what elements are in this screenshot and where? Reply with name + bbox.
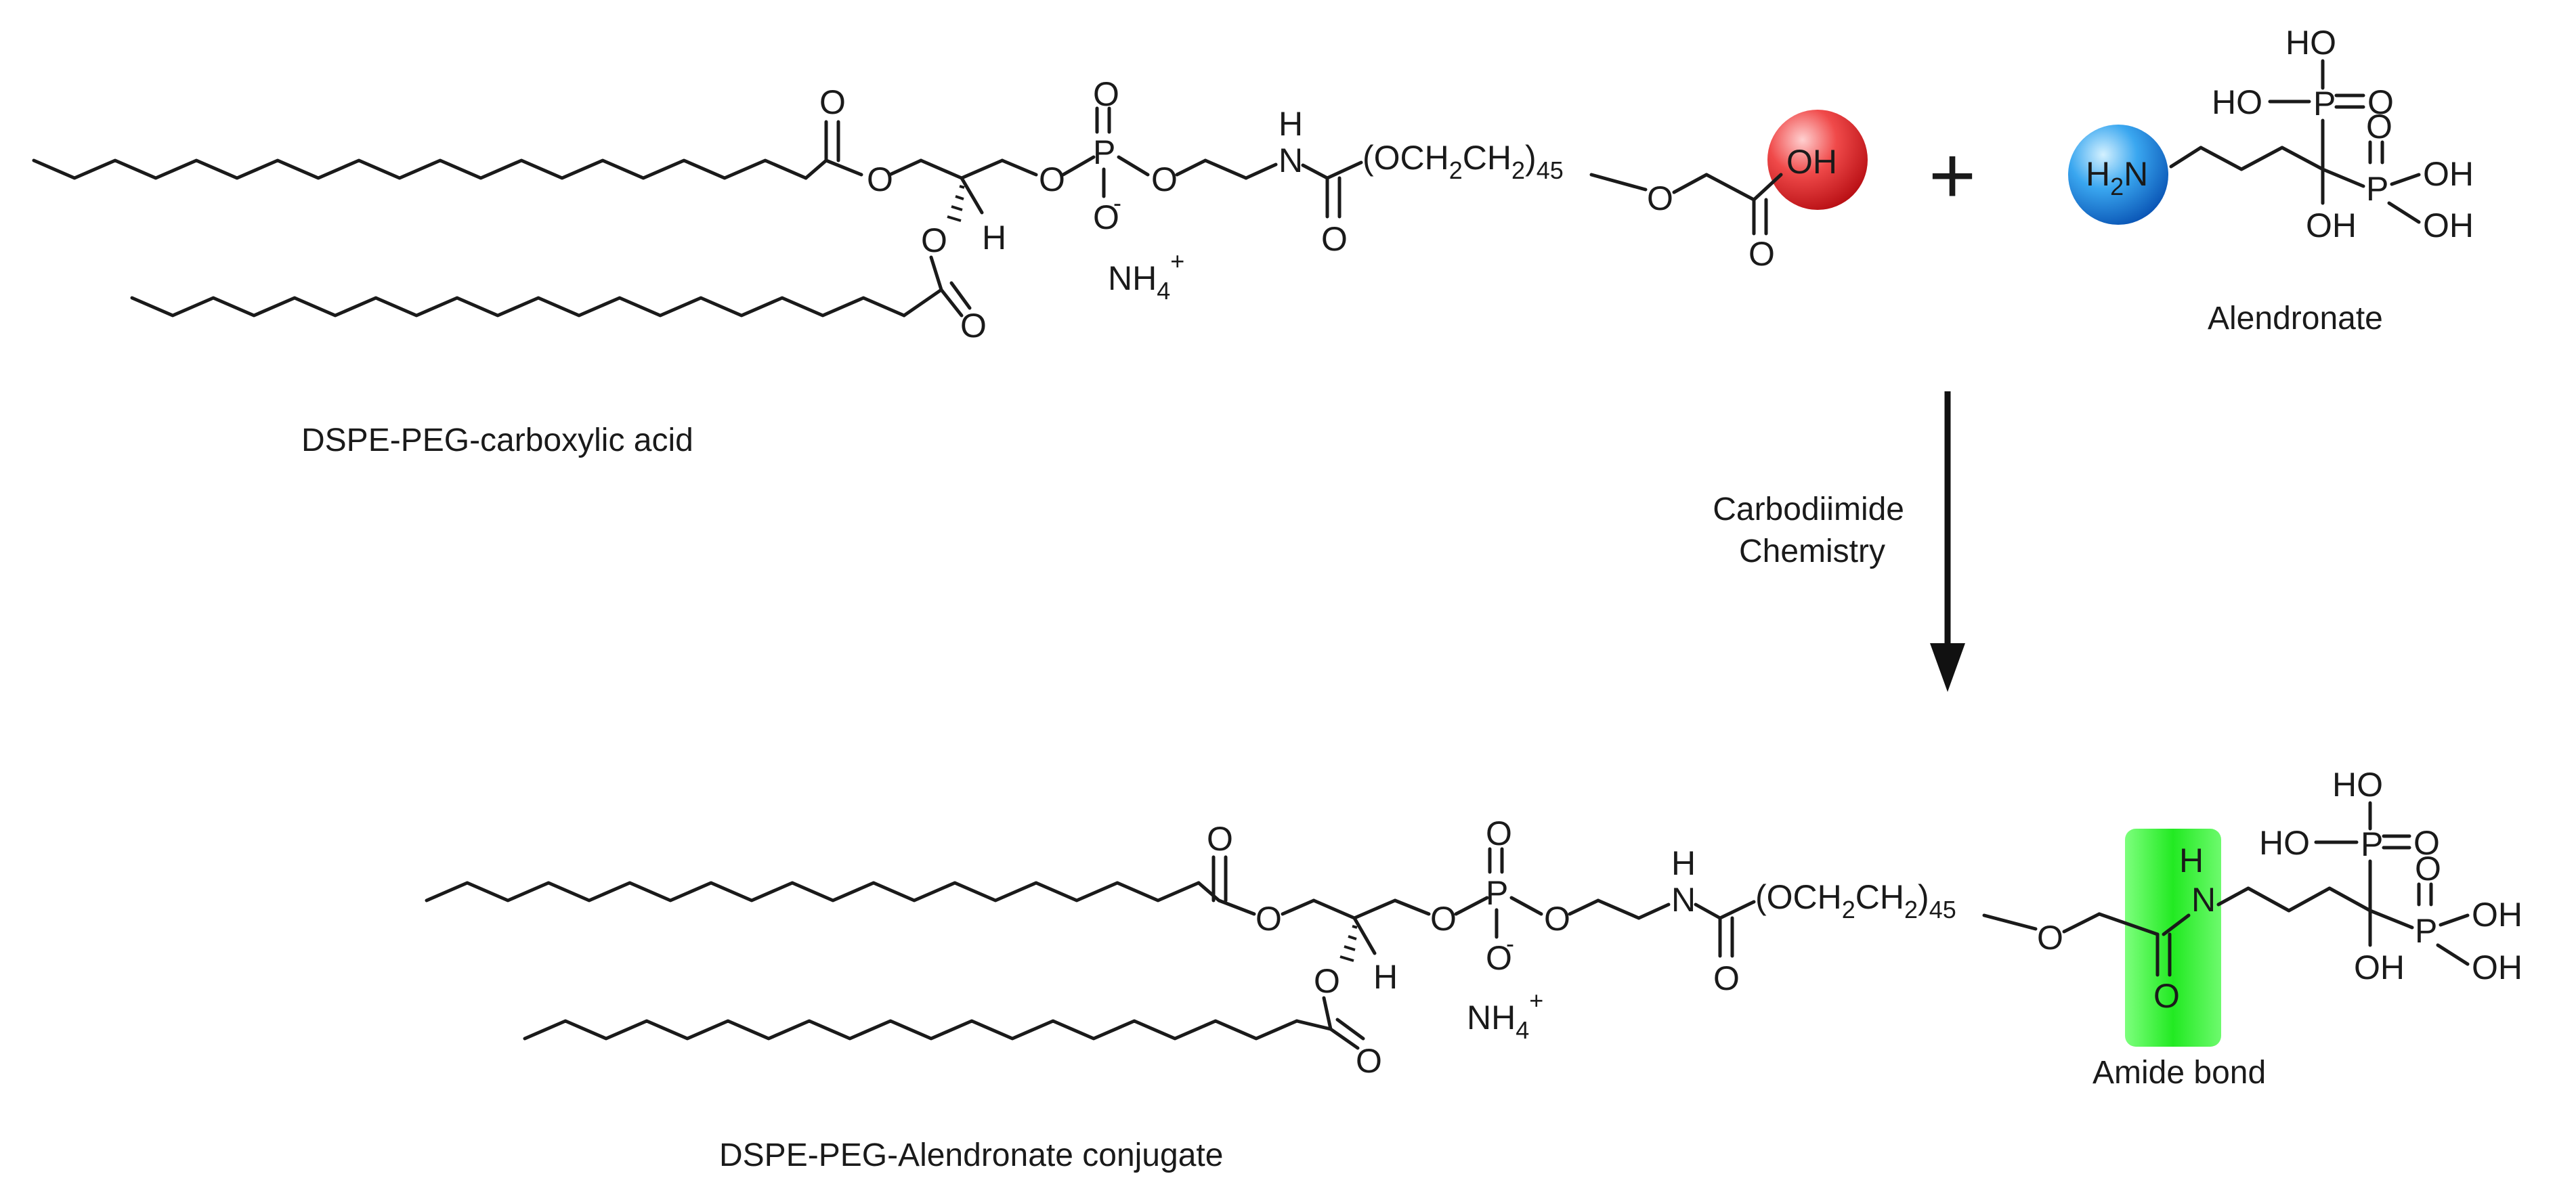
upper-phosphonate-hydroxyl-top: HO: [2285, 24, 2336, 62]
reaction-condition-line1: Carbodiimide: [1713, 492, 1904, 527]
phosphate-ester-oxygen-left: O: [1039, 160, 1065, 198]
carbamate-nh-hydrogen: H: [1279, 105, 1303, 143]
lower-phosphonate-hydroxyl-bottom: OH: [2423, 206, 2474, 244]
reaction-arrow: [1930, 391, 1965, 692]
product-caption: DSPE-PEG-Alendronate conjugate: [719, 1137, 1223, 1173]
reaction-condition-line2: Chemistry: [1739, 534, 1885, 569]
product-lower-phosphonate-oxygen: O: [2415, 850, 2441, 888]
product-ammonium-ion: NH4+: [1467, 986, 1543, 1044]
ammonium-ion: NH4+: [1108, 247, 1184, 305]
reactant-lipid-caption: DSPE-PEG-carboxylic acid: [301, 422, 693, 458]
upper-phosphonate-oxygen: O: [2367, 83, 2394, 121]
carbamate-carbonyl-oxygen: O: [1321, 220, 1348, 258]
upper-phosphonate-hydroxyl-left: HO: [2212, 83, 2262, 121]
fatty-chain-lower: [130, 296, 906, 318]
product-peg-ether-oxygen: O: [2037, 919, 2063, 957]
ester2-carbonyl-oxygen: O: [960, 307, 987, 345]
glycerol-oxygen: O: [921, 221, 947, 259]
amide-carbonyl-oxygen: O: [2153, 977, 2180, 1015]
product-stereocenter-hydrogen: H: [1373, 958, 1398, 996]
ester-oxygen: O: [867, 160, 893, 198]
product-phosphate-anionic-oxygen: O: [1486, 939, 1512, 977]
product-glycerol-oxygen: O: [1314, 962, 1340, 1000]
upper-phosphorus: P: [2313, 85, 2336, 123]
product-hashed-wedge-bond: [1339, 925, 1358, 962]
lower-phosphorus: P: [2366, 170, 2388, 208]
stereocenter-hydrogen: H: [982, 219, 1006, 257]
peg-repeat-unit: (OCH2CH2)45: [1362, 139, 1564, 184]
acid-hydroxyl: OH: [1786, 143, 1837, 181]
product-carbamate-nh-hydrogen: H: [1671, 844, 1696, 882]
product-carbamate-nitrogen: N: [1671, 881, 1696, 919]
product-peg-repeat-unit: (OCH2CH2)45: [1755, 878, 1956, 923]
product-upper-phosphonate-hydroxyl-left: HO: [2259, 824, 2310, 862]
product-phosphate-oxygen-right: O: [1544, 900, 1570, 938]
acid-group-highlight: [1767, 110, 1868, 210]
product-negative-charge: -: [1506, 930, 1514, 957]
product-lower-phosphonate-hydroxyl-bottom: OH: [2472, 949, 2523, 986]
product-ester-oxygen: O: [1255, 900, 1282, 938]
lower-phosphonate-hydroxyl-right: OH: [2423, 155, 2474, 193]
phosphate-anionic-oxygen: O: [1093, 198, 1119, 236]
product-upper-phosphonate-hydroxyl-top: HO: [2332, 766, 2383, 804]
amine-group-highlight: [2068, 125, 2168, 225]
product-gem-carbon-hydroxyl: OH: [2354, 949, 2405, 986]
lower-phosphonate-oxygen: O: [2366, 108, 2392, 146]
negative-charge: -: [1113, 189, 1121, 217]
dspe-peg-alendronate-structure: O O H O O O P O O - O: [425, 766, 2523, 1080]
amide-bond-caption: Amide bond: [2092, 1055, 2266, 1091]
carbamate-nitrogen: N: [1279, 142, 1303, 179]
phosphorus-atom: P: [1093, 133, 1115, 171]
product-upper-phosphonate-oxygen: O: [2413, 824, 2440, 862]
gem-carbon-hydroxyl: OH: [2306, 206, 2357, 244]
amine-group: H2N: [2086, 155, 2148, 200]
product-upper-phosphorus: P: [2361, 825, 2383, 863]
phosphate-ester-oxygen-right: O: [1151, 160, 1178, 198]
plus-sign: +: [1929, 130, 1976, 221]
ester-carbonyl-oxygen: O: [819, 83, 846, 121]
alendronate-structure: H2N P HO HO O OH P O OH OH: [2068, 24, 2474, 244]
dspe-peg-carboxylic-acid-structure: O O H O O O P O O - O: [32, 75, 1868, 345]
alendronate-caption: Alendronate: [2208, 301, 2383, 336]
product-ester2-carbonyl-oxygen: O: [1356, 1042, 1382, 1080]
fatty-chain-upper: [32, 158, 808, 180]
product-phosphoryl-oxygen: O: [1486, 814, 1512, 852]
product-phosphate-oxygen-left: O: [1430, 900, 1457, 938]
phosphoryl-oxygen: O: [1093, 75, 1119, 113]
hashed-wedge-bond: [947, 185, 965, 222]
product-fatty-chain-lower: [523, 1019, 1299, 1041]
peg-ether-oxygen: O: [1647, 179, 1673, 217]
amide-nh-hydrogen: H: [2179, 842, 2204, 879]
product-ester-carbonyl-oxygen: O: [1207, 820, 1233, 858]
amide-bond-highlight: [2125, 829, 2221, 1047]
acid-carbonyl-oxygen: O: [1748, 235, 1775, 273]
amide-nitrogen: N: [2191, 881, 2216, 919]
product-carbamate-carbonyl-oxygen: O: [1713, 959, 1740, 997]
product-lower-phosphonate-hydroxyl-right: OH: [2472, 896, 2523, 934]
product-lower-phosphorus: P: [2415, 912, 2437, 950]
product-fatty-chain-upper: [425, 881, 1201, 902]
product-phosphorus-atom: P: [1486, 874, 1508, 912]
